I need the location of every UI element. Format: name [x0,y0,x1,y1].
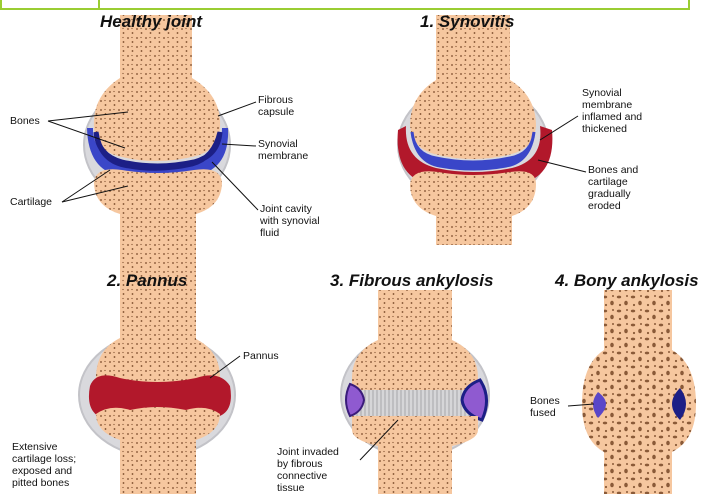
synovitis-illustration [398,15,586,245]
fibrous-ankylosis-title: 3. Fibrous ankylosis [330,271,493,291]
cartilage-label: Cartilage [10,196,52,208]
pannus-lower-bone [96,407,220,494]
eroded-label: Bones and cartilage gradually eroded [588,164,638,212]
healthy-upper-bone [94,15,220,161]
bony-ankylosis-title: 4. Bony ankylosis [555,271,699,291]
fibrous-upper-bone [352,290,478,390]
synovial-membrane-label: Synovial membrane [258,138,308,162]
pannus-illustration [79,290,240,494]
bones-fused-label: Bones fused [530,395,560,419]
fibrous-capsule-label: Fibrous capsule [258,94,294,118]
healthy-joint-title: Healthy joint [100,12,202,32]
cartilage-loss-label: Extensive cartilage loss; exposed and pi… [12,441,76,489]
bony-ankylosis-illustration [568,290,696,494]
fibrous-ankylosis-illustration [341,290,489,494]
joint-cavity-label: Joint cavity with synovial fluid [260,203,320,239]
synovitis-title: 1. Synovitis [420,12,514,32]
joint-invaded-label: Joint invaded by fibrous connective tiss… [277,446,339,494]
fibrous-connective-tissue [352,390,478,416]
synovitis-upper-bone [410,15,536,159]
inflamed-membrane-label: Synovial membrane inflamed and thickened [582,87,642,135]
pannus-title: 2. Pannus [107,271,187,291]
fibrous-lower-bone [352,416,478,494]
bones-label: Bones [10,115,40,127]
pannus-label: Pannus [243,350,279,362]
synovitis-lower-bone [410,171,536,245]
